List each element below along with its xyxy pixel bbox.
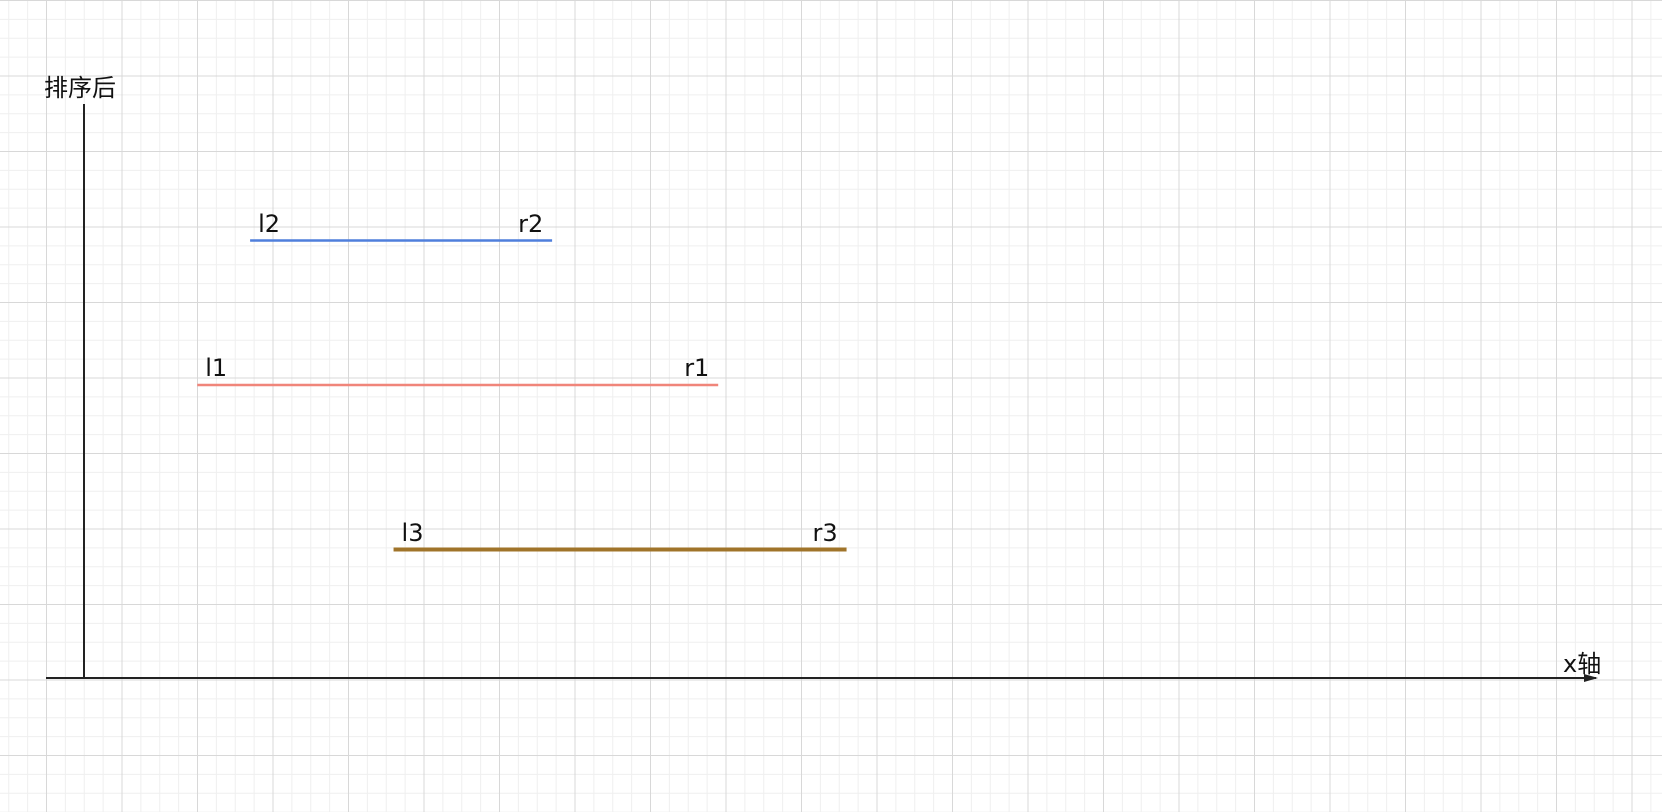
- segment-right-label: r1: [684, 354, 710, 382]
- x-axis-label: x轴: [1563, 650, 1602, 678]
- segment-left-label: l2: [258, 209, 281, 238]
- segment-left-label: l3: [401, 518, 424, 547]
- segment-right-label: r2: [518, 209, 544, 238]
- y-axis-label: 排序后: [44, 74, 116, 102]
- segment-left-label: l1: [205, 354, 228, 382]
- segments-layer: [197, 239, 847, 552]
- segment-right-label: r3: [812, 518, 838, 547]
